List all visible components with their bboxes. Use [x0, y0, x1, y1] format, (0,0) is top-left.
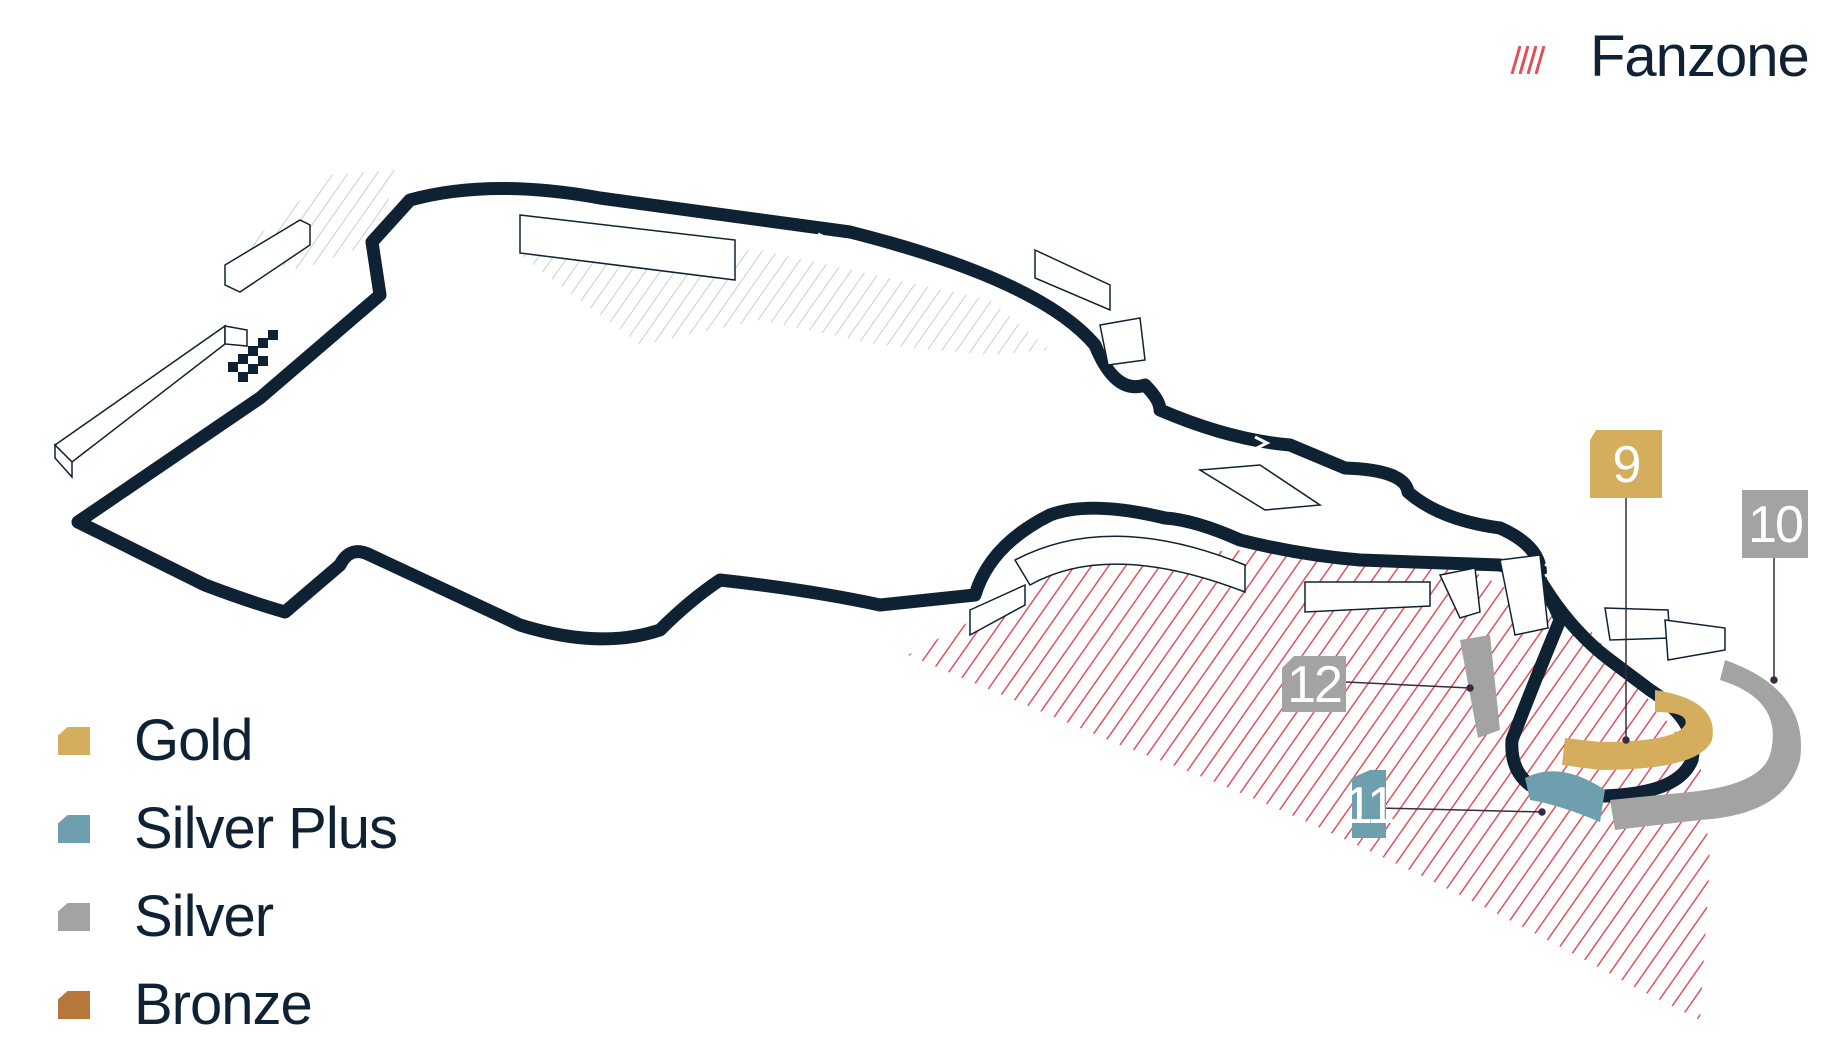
- grandstand-label-12[interactable]: 12: [1282, 656, 1346, 714]
- fanzone-hatch-icon: [1510, 45, 1546, 75]
- legend-fanzone: Fanzone: [1510, 24, 1810, 89]
- grandstand-label-9[interactable]: 9: [1590, 430, 1662, 498]
- legend-bronze-label: Bronze: [134, 972, 313, 1037]
- svg-text:10: 10: [1748, 496, 1802, 554]
- legend-gold: Gold: [58, 708, 254, 773]
- legend-silver-plus: Silver Plus: [58, 796, 398, 861]
- grandstand-10[interactable]: [1610, 660, 1802, 830]
- legend-silver-label: Silver: [134, 884, 274, 949]
- fanzone-label: Fanzone: [1590, 24, 1810, 89]
- grey-hatch-area-2: [520, 250, 1050, 355]
- buildings: [53, 214, 1726, 661]
- grandstand-label-11[interactable]: 11: [1344, 770, 1396, 838]
- direction-arrows: [484, 232, 1561, 666]
- svg-text:9: 9: [1613, 436, 1640, 494]
- legend-silver-plus-label: Silver Plus: [134, 796, 398, 861]
- grandstand-11[interactable]: [1525, 771, 1605, 822]
- grandstand-12[interactable]: [1460, 635, 1500, 738]
- bronze-swatch-icon: [58, 991, 90, 1019]
- direction-arrow-icon: [1503, 652, 1519, 666]
- leader-lines: [1345, 498, 1778, 816]
- start-finish-line: [228, 330, 278, 382]
- silver-plus-swatch-icon: [58, 815, 90, 843]
- gold-swatch-icon: [58, 727, 90, 755]
- grandstand-9[interactable]: [1562, 690, 1713, 770]
- legend-silver: Silver: [58, 884, 274, 949]
- svg-text:11: 11: [1344, 777, 1394, 835]
- legend-bronze: Bronze: [58, 972, 313, 1037]
- silver-swatch-icon: [58, 903, 90, 931]
- grandstand-label-10[interactable]: 10: [1742, 490, 1808, 558]
- legend-gold-label: Gold: [134, 708, 254, 773]
- fanzone-area[interactable]: [908, 548, 1710, 1020]
- direction-arrow-icon: [1254, 435, 1271, 451]
- direction-arrow-icon: [817, 232, 834, 248]
- svg-text:12: 12: [1287, 656, 1341, 714]
- direction-arrow-icon: [1544, 562, 1561, 578]
- direction-arrow-icon: [484, 588, 501, 604]
